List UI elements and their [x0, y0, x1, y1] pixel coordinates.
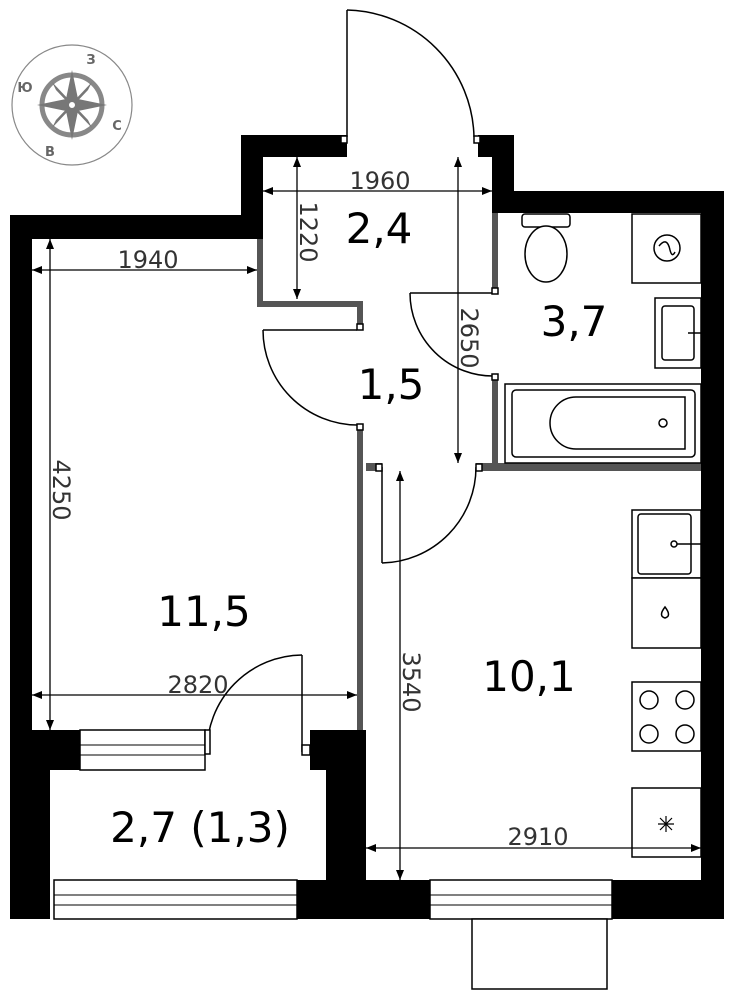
dim-label-living-top: 1940	[117, 246, 178, 274]
door-balcony	[204, 654, 311, 756]
washbasin	[654, 297, 702, 369]
compass-label-west: З	[86, 53, 95, 68]
room-area-living: 11,5	[157, 587, 251, 636]
dim-label-living-height: 4250	[47, 459, 75, 520]
interior-partitions	[257, 213, 701, 730]
dim-label-kitchen-width: 2910	[507, 823, 568, 851]
room-area-corridor: 1,5	[358, 360, 425, 409]
exterior-walls	[10, 135, 724, 919]
bathtub	[504, 383, 702, 464]
room-area-kitchen: 10,1	[482, 652, 576, 701]
compass-label-south: Ю	[17, 81, 32, 96]
kitchen-sink	[631, 509, 702, 579]
refrigerator	[631, 787, 702, 858]
compass-rose: З С В Ю	[11, 44, 133, 166]
dim-label-hall-width: 1960	[349, 167, 410, 195]
dim-label-kitchen-height: 3540	[397, 651, 425, 712]
window-balcony	[53, 879, 298, 920]
window-kitchen	[429, 879, 613, 990]
room-area-hall: 2,4	[346, 204, 413, 253]
stove	[631, 681, 702, 752]
washing-machine	[631, 213, 702, 284]
toilet	[521, 213, 571, 283]
room-area-bathroom: 3,7	[541, 297, 608, 346]
dimension-lines	[32, 157, 701, 880]
dim-label-bath-depth: 2650	[455, 307, 483, 368]
door-living	[262, 323, 364, 431]
compass-label-north: С	[112, 119, 122, 134]
dim-label-living-width: 2820	[167, 671, 228, 699]
compass-label-east: В	[45, 145, 55, 160]
door-kitchen	[375, 463, 483, 564]
dishwasher	[631, 577, 702, 649]
entrance-door	[340, 9, 481, 144]
dim-label-hall-depth: 1220	[294, 201, 322, 262]
door-bathroom	[409, 287, 499, 381]
window-living	[79, 729, 206, 771]
room-area-balcony: 2,7 (1,3)	[110, 803, 290, 852]
